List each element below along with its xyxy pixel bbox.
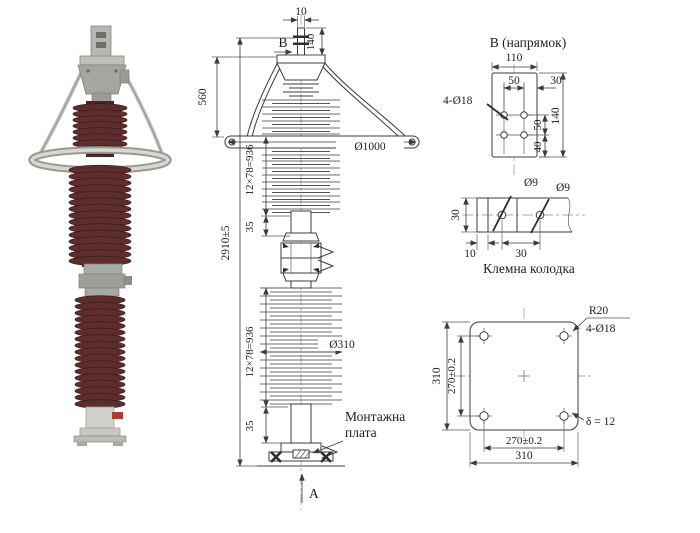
dim-ring-diameter: Ø1000 [354,141,386,153]
photo-base [73,406,127,446]
top-cap-drawing [276,54,326,97]
view-b-title: В (напрямок) [490,35,566,50]
view-b-label: В [278,35,287,50]
base-plate-detail: R20 4-Ø18 310 270±0.2 270±0.2 310 δ = 12 [431,305,630,467]
dim-b-vert-margin: 40 [532,141,544,153]
dim-base-inner-height: 270±0.2 [446,358,458,394]
base-assembly [257,442,345,467]
terminal-block-body [476,197,572,233]
dim-terminal-height: 30 [450,209,462,221]
dim-shed-diameter: Ø310 [329,339,355,351]
base-thickness-label: δ = 12 [586,416,615,428]
photo-top-cap [79,55,125,66]
dim-base-inner-width: 270±0.2 [506,435,542,447]
upper-column-end [290,210,312,234]
dim-upper-end: 35 [244,221,256,233]
dim-pad-width: 10 [295,6,307,18]
lower-column-end [290,403,312,444]
dim-b-height: 140 [550,107,562,125]
middle-joint [280,232,335,289]
view-a-label: А [309,486,319,501]
terminal-hole-left-label: Ø9 [524,177,538,189]
terminal-hole-right-label: Ø9 [556,182,570,194]
terminal-block-caption: Клемна колодка [483,261,575,276]
arrester-photo [28,25,172,446]
view-b-detail: В (напрямок) 110 50 30 4-Ø18 50 40 [443,35,567,176]
dim-b-side-margin: 30 [550,75,562,87]
dim-b-hole-spacing: 50 [508,75,520,87]
dim-b-width: 110 [506,52,523,64]
mounting-plate-label-2: плата [345,425,377,440]
dim-lower-sheds: 12×78=936 [244,326,256,377]
dim-pad-height: 140 [305,33,317,50]
dim-terminal-spacing: 30 [515,248,527,260]
base-holes-label: 4-Ø18 [586,323,616,335]
dim-upper-sheds: 12×78=936 [244,144,256,195]
dim-b-vert-spacing: 50 [532,119,544,131]
photo-middle-clamp [78,263,132,297]
base-corner-radius-label: R20 [589,305,608,317]
dim-total-height: 2910±5 [220,225,232,260]
mounting-plate-label-1: Монтажна [345,409,405,424]
dim-top-section: 560 [197,88,209,106]
dim-terminal-edge: 10 [464,248,476,260]
dim-lower-end: 35 [244,420,256,432]
b-holes-label: 4-Ø18 [443,95,473,107]
dim-base-outer-width: 310 [515,450,533,462]
dim-base-outer-height: 310 [431,367,443,385]
photo-pressure-valve [112,412,123,419]
terminal-block-detail: Ø9 Ø9 30 10 30 Клемна колодка [450,177,585,276]
side-view-drawing: Ø1000 Ø310 [197,6,420,510]
